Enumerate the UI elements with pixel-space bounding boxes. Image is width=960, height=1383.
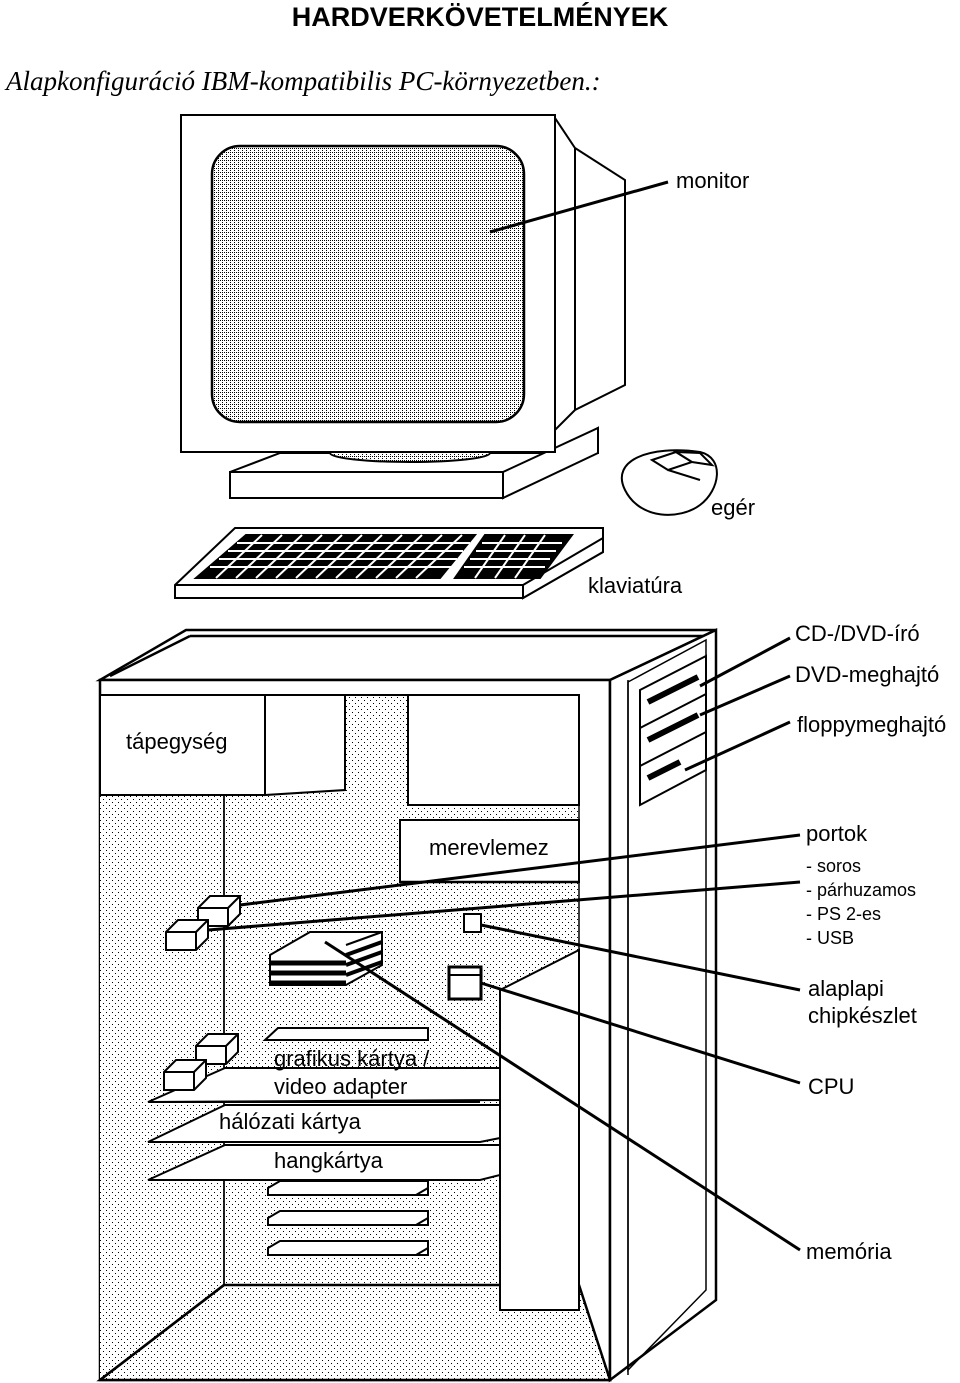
label-memory: memória: [806, 1239, 892, 1264]
label-port-parallel: - párhuzamos: [806, 880, 916, 900]
label-port-usb: - USB: [806, 928, 854, 948]
heatsink-drawing: [269, 931, 383, 986]
label-graphics-card-line2: video adapter: [274, 1074, 407, 1099]
mouse-drawing: [620, 449, 718, 516]
label-port-ps2: - PS 2-es: [806, 904, 881, 924]
port-connectors: [163, 895, 241, 1091]
label-cpu: CPU: [808, 1074, 854, 1099]
case-drawing: [95, 628, 718, 1383]
label-chipset-line1: alaplapi: [808, 976, 884, 1001]
memory-modules: [267, 1180, 429, 1256]
label-port-serial: - soros: [806, 856, 861, 876]
monitor-leader-line: [489, 180, 669, 234]
label-mouse: egér: [711, 495, 755, 520]
label-power-supply: tápegység: [126, 729, 228, 754]
chip-drawings: [447, 913, 483, 1001]
label-sound-card: hangkártya: [274, 1148, 384, 1173]
keyboard-drawing: [174, 527, 604, 600]
label-graphics-card-line1: grafikus kártya /: [274, 1046, 430, 1071]
label-cd-dvd-writer: CD-/DVD-író: [795, 621, 920, 646]
label-monitor: monitor: [676, 168, 749, 193]
label-floppy-drive: floppymeghajtó: [797, 712, 946, 737]
page-subtitle: Alapkonfiguráció IBM-kompatibilis PC-kör…: [6, 66, 601, 96]
page-title: HARDVERKÖVETELMÉNYEK: [291, 2, 669, 32]
label-chipset-line2: chipkészlet: [808, 1003, 917, 1028]
label-keyboard: klaviatúra: [588, 573, 683, 598]
label-network-card: hálózati kártya: [219, 1109, 362, 1134]
case-leader-lines: [207, 636, 801, 1252]
monitor-drawing: [180, 114, 626, 500]
label-hard-disk: merevlemez: [429, 835, 549, 860]
label-ports: portok: [806, 821, 868, 846]
label-dvd-drive: DVD-meghajtó: [795, 662, 939, 687]
